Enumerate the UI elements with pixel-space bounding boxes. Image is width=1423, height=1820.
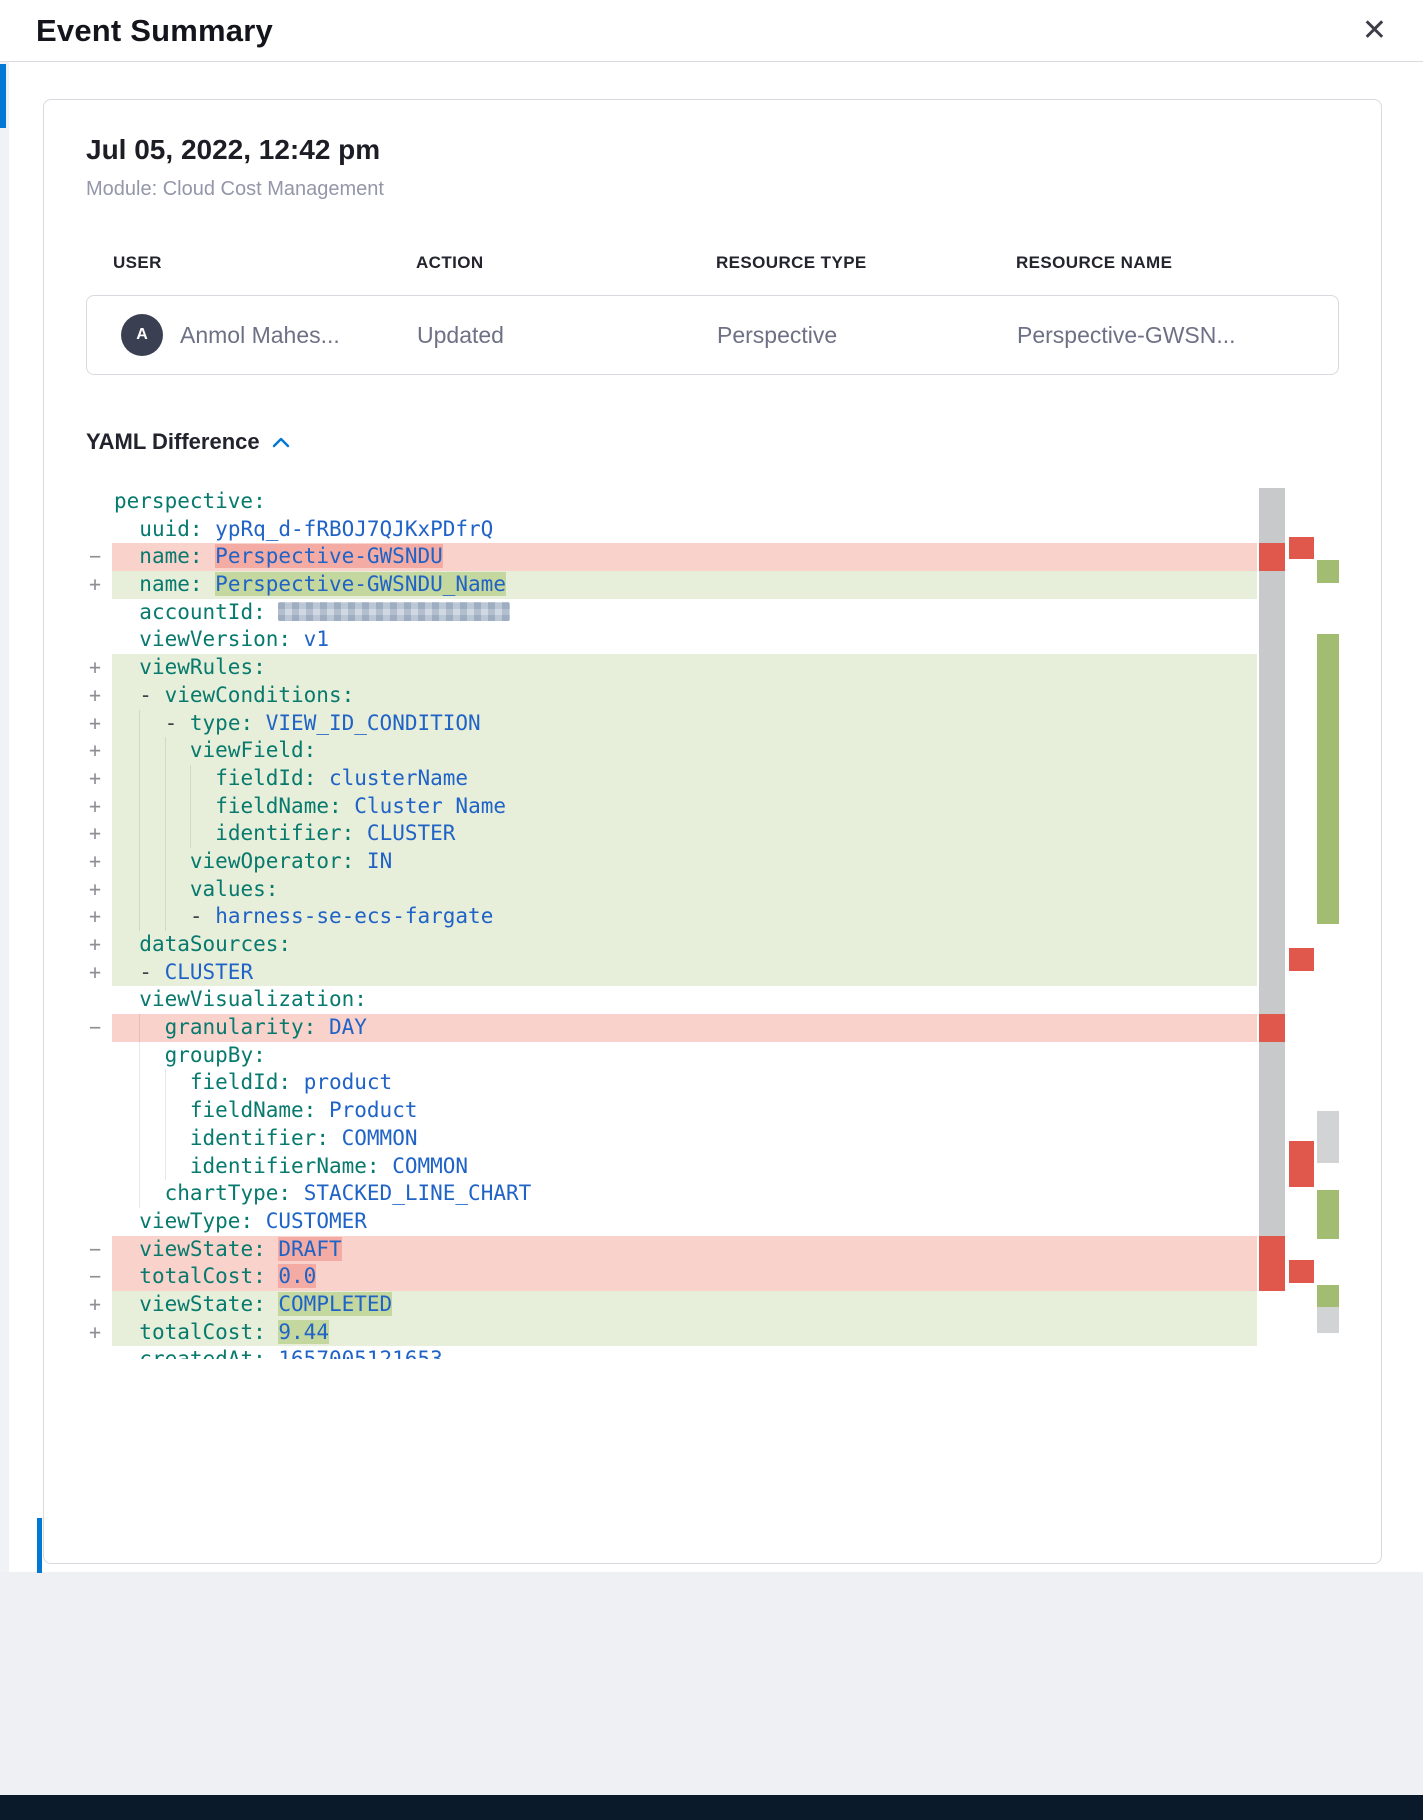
ruler-mark (1259, 1235, 1285, 1264)
diff-line-ctx: identifierName: COMMON (86, 1153, 1257, 1181)
diff-lines: perspective: uuid: ypRq_d-fRBOJ7QJKxPDfr… (86, 488, 1257, 1359)
diff-scrollbar[interactable] (1259, 488, 1285, 1359)
diff-line-add: + viewField: (86, 737, 1257, 765)
deletion-marks-lane (1289, 488, 1314, 1359)
page-left-edge (0, 62, 9, 1572)
ruler-mark (1259, 542, 1285, 571)
user-name: Anmol Mahes... (180, 321, 340, 348)
bottom-left-accent (37, 1518, 42, 1573)
diff-line-add: + viewOperator: IN (86, 847, 1257, 876)
diff-line-del: − totalCost: 0.0 (86, 1263, 1257, 1291)
diff-line-del: − granularity: DAY (86, 1014, 1257, 1042)
addition-marks-lane (1317, 488, 1339, 1359)
diff-line-ctx: fieldId: product (86, 1069, 1257, 1097)
event-timestamp: Jul 05, 2022, 12:42 pm (86, 134, 381, 165)
action-cell: Updated (417, 321, 504, 348)
ruler-mark (1289, 1259, 1314, 1283)
diff-line-add: + dataSources: (86, 931, 1257, 959)
yaml-difference-label: YAML Difference (86, 429, 260, 454)
diff-line-ctx: createdAt: 1657005121653 (139, 1347, 443, 1360)
column-header-action: ACTION (416, 253, 484, 272)
diff-line-add: + viewRules: (86, 654, 1257, 682)
diff-line-add: + viewState: COMPLETED (86, 1290, 1257, 1319)
diff-line-ctx: uuid: ypRq_d-fRBOJ7QJKxPDfrQ (139, 516, 494, 541)
modal-title: Event Summary (36, 12, 273, 48)
resource-type-cell: Perspective (717, 321, 838, 348)
diff-line-ctx: viewType: CUSTOMER (139, 1208, 367, 1233)
chevron-up-icon[interactable] (272, 437, 290, 448)
resource-name-cell: Perspective-GWSN... (1017, 321, 1236, 348)
column-header-resource-name: RESOURCE NAME (1016, 253, 1173, 272)
ruler-mark (1317, 1110, 1339, 1164)
bottom-bar (0, 1795, 1423, 1820)
audit-table-row: A Anmol Mahes... Updated Perspective Per… (86, 295, 1339, 375)
diff-line-add: + totalCost: 9.44 (86, 1318, 1257, 1347)
diff-line-add: + name: Perspective-GWSNDU_Name (86, 571, 1257, 599)
event-module: Module: Cloud Cost Management (86, 178, 384, 200)
event-card: Jul 05, 2022, 12:42 pm Module: Cloud Cos… (43, 99, 1382, 1564)
ruler-mark (1259, 1263, 1285, 1292)
diff-line-add: + fieldName: Cluster Name (86, 792, 1257, 821)
diff-line-add: + values: (86, 875, 1257, 904)
ruler-mark (1289, 536, 1314, 560)
ruler-mark (1317, 560, 1339, 583)
diff-line-add: + fieldId: clusterName (86, 764, 1257, 793)
redacted-account-id (278, 601, 511, 621)
ruler-mark (1317, 1285, 1339, 1310)
ruler-mark (1317, 1307, 1339, 1334)
diff-line-ctx: accountId: (86, 599, 1257, 627)
yaml-diff-viewer: perspective: uuid: ypRq_d-fRBOJ7QJKxPDfr… (86, 488, 1339, 1359)
ruler-mark (1289, 1141, 1314, 1187)
audit-table-header: USER ACTION RESOURCE TYPE RESOURCE NAME (86, 253, 1339, 273)
diff-line-ctx: chartType: STACKED_LINE_CHART (86, 1180, 1257, 1208)
diff-line-ctx: viewVisualization: (139, 987, 367, 1012)
user-cell: A Anmol Mahes... (121, 314, 417, 356)
ruler-mark (1317, 1190, 1339, 1240)
ruler-mark (1259, 1014, 1285, 1043)
scrollbar-thumb[interactable] (1259, 488, 1285, 1255)
diff-line-add: + - type: VIEW_ID_CONDITION (86, 709, 1257, 738)
diff-line-add: + - harness-se-ecs-fargate (86, 903, 1257, 931)
ruler-mark (1289, 948, 1314, 971)
diff-line-ctx: groupBy: (86, 1042, 1257, 1070)
diff-line-del: − viewState: DRAFT (86, 1235, 1257, 1264)
diff-line-ctx: identifier: COMMON (86, 1125, 1257, 1153)
modal-header: Event Summary ✕ (0, 0, 1423, 62)
avatar: A (121, 314, 163, 356)
column-header-resource-type: RESOURCE TYPE (716, 253, 867, 272)
close-icon[interactable]: ✕ (1361, 13, 1387, 47)
column-header-user: USER (113, 253, 162, 272)
diff-line-add: + - CLUSTER (86, 958, 1257, 987)
event-summary-modal: Event Summary ✕ Jul 05, 2022, 12:42 pm M… (0, 0, 1423, 1572)
diff-line-del: − name: Perspective-GWSNDU (86, 543, 1257, 572)
diff-line-ctx: perspective: (114, 489, 266, 513)
diff-line-ctx: viewVersion: v1 (139, 627, 329, 652)
yaml-difference-toggle[interactable]: YAML Difference (86, 429, 290, 455)
page-left-accent (0, 64, 6, 128)
diff-line-ctx: fieldName: Product (86, 1097, 1257, 1125)
diff-line-add: + identifier: CLUSTER (86, 820, 1257, 848)
diff-overview-ruler (1259, 488, 1339, 1359)
diff-line-add: + - viewConditions: (86, 681, 1257, 710)
ruler-mark (1317, 633, 1339, 924)
